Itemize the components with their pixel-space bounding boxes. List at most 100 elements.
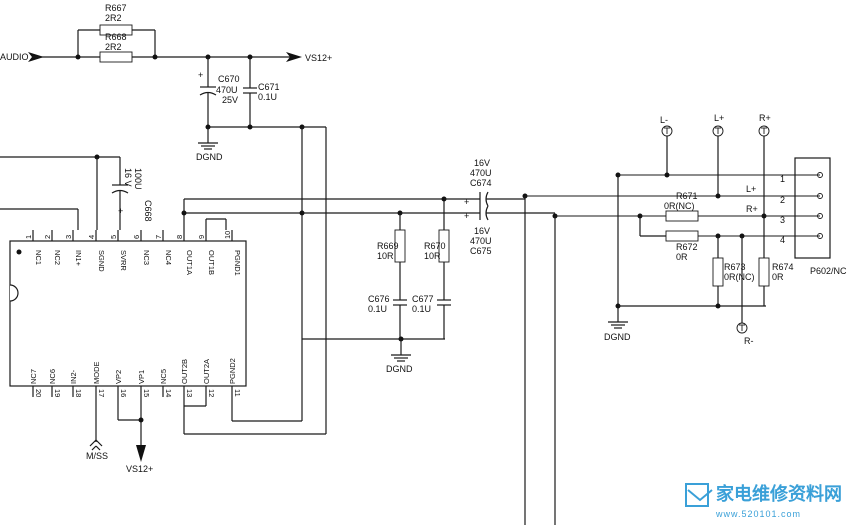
r674-val: 0R	[772, 272, 784, 282]
dgnd1-label: DGND	[196, 152, 223, 162]
r-plus-wire-label: R+	[746, 204, 758, 214]
ic-pin-6-number: 6	[132, 235, 141, 239]
c668-val2: 16 V	[123, 168, 133, 187]
ic-pin-1-name: NC1	[34, 250, 43, 265]
c670-val2: 25V	[222, 95, 238, 105]
resistor-r668	[99, 51, 133, 63]
c676-val: 0.1U	[368, 304, 387, 314]
dgnd3-label: DGND	[604, 332, 631, 342]
ic-pin-3-number: 3	[64, 235, 73, 239]
c677-ref: C677	[412, 294, 434, 304]
output-caps: 16V 470U C674 + + 16V 470U C675	[400, 158, 820, 525]
svg-text:+: +	[464, 211, 469, 221]
c675-volt: 16V	[474, 226, 490, 236]
audio-input-section: AUDIO R667 2R2 R668 2R2 VS12+	[0, 3, 332, 63]
c671-val: 0.1U	[258, 92, 277, 102]
ic-pin-17-number: 17	[97, 389, 106, 397]
vs12-bottom-arrow-icon	[136, 445, 146, 462]
ic-pin-14-name: NC5	[159, 369, 168, 384]
r669-val: 10R	[377, 251, 394, 261]
resistor-r674	[758, 257, 770, 287]
testpoint-r-minus-icon	[736, 322, 748, 334]
l-minus-label: L-	[660, 115, 668, 125]
r672-ref: R672	[676, 242, 698, 252]
ic-pin-20-name: NC7	[29, 369, 38, 384]
ic-pin-14-number: 14	[164, 389, 173, 397]
ic-pin-12-number: 12	[207, 389, 216, 397]
ic-pin-18-name: IN2-	[69, 369, 78, 384]
amplifier-ic	[9, 240, 247, 387]
ic-pin-10-name: PGND1	[233, 250, 242, 276]
ic-pin-15-name: VP1	[137, 370, 146, 384]
mss-label: M/SS	[86, 451, 108, 461]
ic-pin-5-name: SVRR	[119, 250, 128, 271]
c677-val: 0.1U	[412, 304, 431, 314]
l-plus-label: L+	[714, 113, 724, 123]
vs12-top-arrow-icon	[286, 52, 302, 62]
r667-ref: R667	[105, 3, 127, 13]
ic-pin-15-number: 15	[142, 389, 151, 397]
svg-text:+: +	[198, 70, 203, 80]
ic-pin-16-name: VP2	[114, 370, 123, 384]
ic-pin-16-number: 16	[119, 389, 128, 397]
out1-wiring	[181, 198, 444, 230]
r673-ref: R673	[724, 262, 746, 272]
ic-pin-18-number: 18	[74, 389, 83, 397]
ic-pin-20-number: 20	[34, 389, 43, 397]
p602-pin3: 3	[780, 215, 785, 225]
p602-pin1: 1	[780, 174, 785, 184]
resistor-r672	[665, 230, 699, 242]
r674-ref: R674	[772, 262, 794, 272]
r-minus-label: R-	[744, 336, 754, 346]
ic-body	[9, 240, 247, 387]
c674-val: 470U	[470, 168, 492, 178]
r671-ref: R671	[676, 191, 698, 201]
ic-pin-8-name: OUT1A	[185, 250, 194, 275]
snubber-section: R669 10R C676 0.1U R670 10R C677 0.1U DG…	[368, 196, 451, 374]
ic-pin-10-number: 10	[223, 231, 232, 239]
ic-pin-4-number: 4	[87, 235, 96, 239]
ic-pin-11-number: 11	[233, 389, 242, 397]
r671-val: 0R(NC)	[664, 201, 695, 211]
ic-pin-9-number: 9	[197, 235, 206, 239]
ic-pin-13-number: 13	[185, 389, 194, 397]
ic-pin-8-number: 8	[175, 235, 184, 239]
c671-ref: C671	[258, 82, 280, 92]
watermark-url: www.520101.com	[715, 509, 801, 519]
ic-pin-13-name: OUT2B	[180, 359, 189, 384]
r-plus-label: R+	[759, 113, 771, 123]
dgnd2-label: DGND	[386, 364, 413, 374]
p602-pin2: 2	[780, 195, 785, 205]
p602-ref: P602/NC	[810, 266, 847, 276]
c674-ref: C674	[470, 178, 492, 188]
ic-bottom-wiring: VS12+ M/SS	[86, 126, 327, 474]
p602-pin4: 4	[780, 235, 785, 245]
watermark-cn: 家电维修资料网	[716, 483, 842, 505]
svg-text:+: +	[118, 206, 123, 216]
c676-ref: C676	[368, 294, 390, 304]
ic-pin-1-number: 1	[24, 235, 33, 239]
c675-val: 470U	[470, 236, 492, 246]
ic-pin-4-name: SGND	[97, 250, 106, 272]
svg-text:+: +	[464, 197, 469, 207]
c670-c671-section: + C670 470U 25V C671 0.1U DGND	[196, 57, 305, 162]
watermark-logo-icon	[685, 483, 709, 507]
c670-val: 470U	[216, 85, 238, 95]
c670-ref: C670	[218, 74, 240, 84]
r670-val: 10R	[424, 251, 441, 261]
c668-val: 100U	[133, 168, 143, 190]
r669-ref: R669	[377, 241, 399, 251]
r670-ref: R670	[424, 241, 446, 251]
c675-ref: C675	[470, 246, 492, 256]
c668-section: + 100U 16 V C668	[0, 154, 153, 230]
c668-ref: C668	[143, 200, 153, 222]
ic-pin-19-name: NC6	[48, 369, 57, 384]
r668-ref: R668	[105, 32, 127, 42]
r668-val: 2R2	[105, 42, 122, 52]
ic-pin-2-name: NC2	[53, 250, 62, 265]
l-plus-wire-label: L+	[746, 184, 756, 194]
vs12-bottom-label: VS12+	[126, 464, 153, 474]
ic-pin-11-name: PGND2	[228, 358, 237, 384]
ic-pin-3-name: IN1+	[74, 250, 83, 267]
connector-p602	[794, 157, 831, 259]
